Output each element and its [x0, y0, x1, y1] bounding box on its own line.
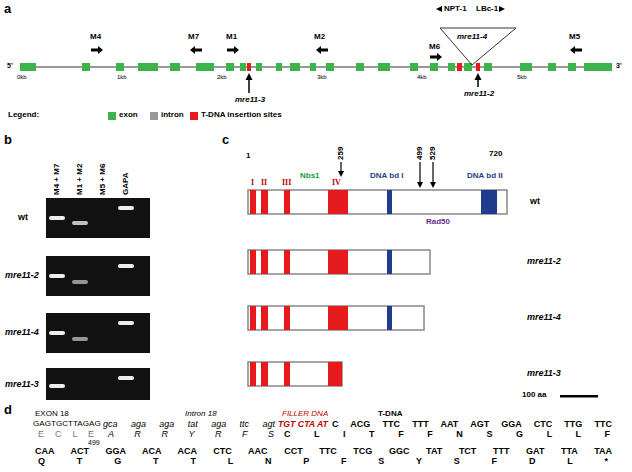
dna-sequence: C ACG TTC TTT AAT AGT GGA CTC TTG TTC: [332, 420, 612, 429]
primer-label: M6: [429, 43, 440, 51]
row-label: mre11-3: [5, 380, 39, 389]
row-label: mre11-4: [527, 313, 561, 322]
panel-letter: d: [4, 403, 12, 416]
dna-sequence: TGT CTA AT: [278, 420, 328, 429]
panel-letter: c: [222, 133, 229, 146]
scale-label: 2kb: [217, 74, 227, 80]
end-label: 5': [7, 62, 13, 69]
domain-label: Nbs1: [300, 172, 320, 180]
legend-text: exon: [119, 111, 138, 119]
legend-heading: Legend:: [8, 111, 39, 119]
protein-sequence: C L I T F F N S G L L F: [284, 430, 610, 439]
scale-label: 1kb: [117, 74, 127, 80]
motif-number: II: [261, 179, 267, 187]
residue-number: 1: [246, 152, 250, 160]
protein-sequence: Q T G T T L N P F S Y S F D L *: [38, 457, 608, 466]
allele-label: mre11-3: [235, 96, 265, 104]
scale-label: 0kb: [17, 74, 27, 80]
primer-label: M5: [569, 33, 580, 41]
dna-sequence: GAGTGCTTAGAG: [33, 420, 101, 428]
scale-label: 5kb: [517, 74, 527, 80]
protein-sequence: E C L E: [38, 430, 94, 439]
protein-sequence: A R R Y R F S: [108, 430, 274, 439]
residue-number: 720: [489, 150, 502, 158]
motif-number: III: [282, 179, 291, 187]
residue-number: 499: [416, 147, 424, 160]
legend-swatch: [108, 112, 116, 120]
gene-model: [20, 6, 612, 93]
domain-label: DNA bd II: [467, 172, 503, 180]
legend-swatch: [150, 112, 158, 120]
protein-domains: [248, 162, 598, 398]
dna-sequence: gca aga aga tat aga ttc agt: [103, 420, 275, 429]
region-label: T-DNA: [378, 410, 402, 418]
end-label: 3': [616, 62, 622, 69]
lane-label: GAPA: [122, 172, 130, 195]
primer-label: M2: [314, 33, 325, 41]
panel-letter: a: [4, 2, 11, 15]
row-label: mre11-4: [5, 328, 39, 337]
primer-label: NPT-1: [444, 5, 467, 13]
allele-label: mre11-4: [457, 33, 487, 41]
lane-label: M5 + M6: [99, 164, 107, 195]
domain-label: Rad50: [426, 218, 450, 226]
region-label: EXON 18: [35, 410, 69, 418]
row-label: wt: [530, 197, 540, 206]
legend-text: intron: [161, 111, 184, 119]
domain-label: DNA bd I: [370, 172, 403, 180]
panel-letter: b: [4, 133, 12, 146]
row-label: mre11-2: [527, 257, 561, 266]
region-label: Intron 18: [185, 410, 217, 418]
residue-number: 259: [337, 147, 345, 160]
scale-label: 4kb: [417, 74, 427, 80]
legend-swatch: [190, 112, 198, 120]
residue-number: 499: [88, 439, 100, 446]
primer-label: M7: [188, 33, 199, 41]
motif-number: IV: [332, 179, 341, 187]
row-label: mre11-2: [5, 271, 39, 280]
motif-number: I: [251, 179, 254, 187]
residue-number: 529: [429, 147, 437, 160]
scale-label: 3kb: [317, 74, 327, 80]
scale-label: 100 aa: [522, 391, 546, 399]
allele-label: mre11-2: [464, 90, 494, 98]
gel-images: [46, 198, 150, 400]
dna-sequence: CAA ACT GGA ACA ACA CTC AAC CCT TTC TCG …: [35, 447, 612, 456]
primer-label: M1: [226, 33, 237, 41]
lane-label: M1 + M2: [76, 164, 84, 195]
primer-label: M4: [90, 33, 101, 41]
lane-label: M4 + M7: [53, 164, 61, 195]
row-label: wt: [18, 213, 28, 222]
primer-label: LBc-1: [476, 5, 498, 13]
region-label: FILLER DNA: [282, 410, 328, 418]
legend-text: T-DNA insertion sites: [201, 111, 282, 119]
row-label: mre11-3: [527, 369, 561, 378]
